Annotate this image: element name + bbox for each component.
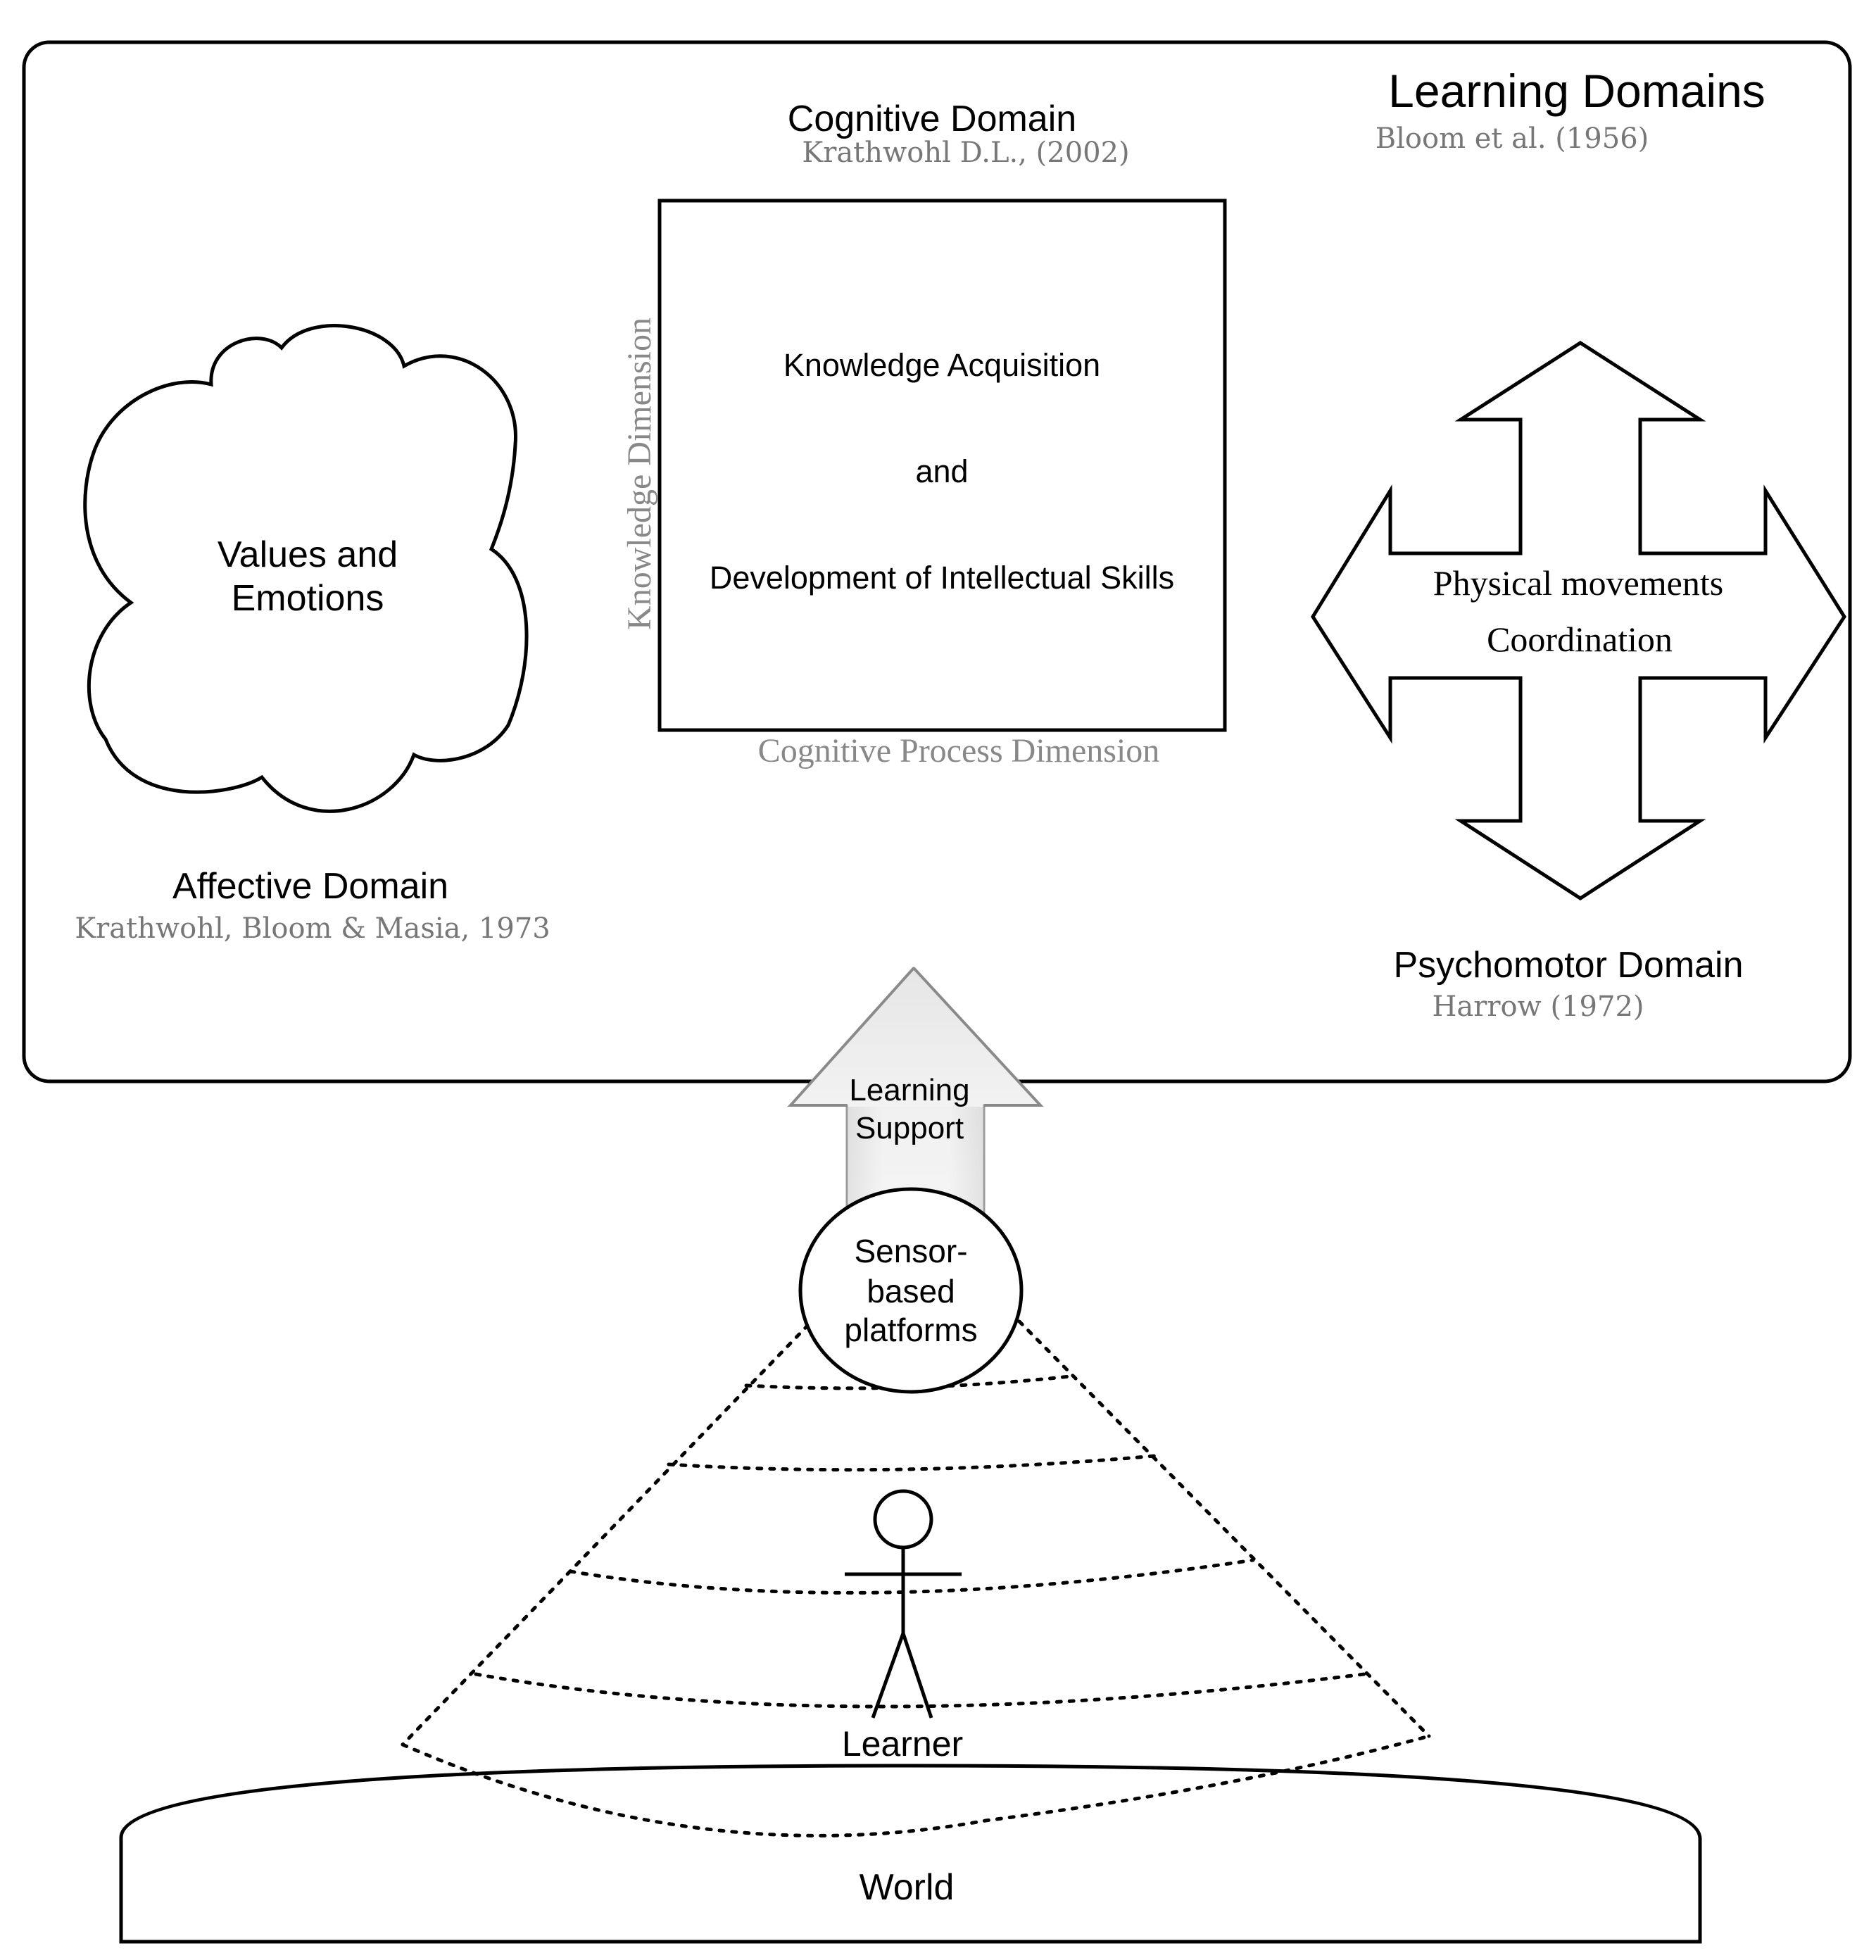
learning-support-arrow-head-edge: [787, 967, 1044, 1107]
cognitive-domain-citation: Krathwohl D.L., (2002): [802, 137, 1129, 169]
affective-cloud-line-2: Emotions: [232, 578, 384, 619]
world-shape: [119, 1764, 1702, 1944]
affective-domain-citation: Krathwohl, Bloom & Masia, 1973: [75, 912, 550, 945]
affective-cloud-shape: [83, 324, 529, 813]
learning-domains-title: Learning Domains: [1388, 65, 1765, 117]
cognitive-box-line-1: Knowledge Acquisition: [783, 347, 1100, 383]
learning-domains-citation: Bloom et al. (1956): [1375, 122, 1649, 155]
psychomotor-domain-citation: Harrow (1972): [1432, 991, 1644, 1023]
cognitive-box: [657, 199, 1227, 732]
learning-support-line-1: Learning: [849, 1073, 969, 1107]
psychomotor-arrow-line-1: Physical movements: [1433, 563, 1723, 603]
learner-label: Learner: [842, 1724, 963, 1764]
learner-stick-figure-icon: [845, 1489, 962, 1719]
cognitive-box-line-2: and: [915, 453, 968, 489]
learning-support-line-2: Support: [855, 1111, 964, 1145]
cognitive-box-line-3: Development of Intellectual Skills: [710, 560, 1174, 596]
psychomotor-domain-label: Psychomotor Domain: [1393, 945, 1743, 986]
knowledge-dimension-axis-label: Knowledge Dimension: [621, 318, 658, 630]
cognitive-domain-label: Cognitive Domain: [788, 99, 1076, 139]
sensor-platforms-line-1: Sensor-: [854, 1233, 967, 1269]
cognitive-process-dimension-axis-label: Cognitive Process Dimension: [758, 732, 1160, 769]
affective-domain-label: Affective Domain: [172, 866, 448, 907]
world-label: World: [860, 1867, 955, 1908]
affective-cloud-line-1: Values and: [218, 534, 398, 575]
sensor-platforms-line-2: based: [867, 1273, 955, 1309]
sensor-platforms-line-3: platforms: [844, 1312, 977, 1348]
psychomotor-four-way-arrow: [1311, 341, 1846, 900]
sensor-platforms-circle: [798, 1187, 1024, 1394]
psychomotor-arrow-line-2: Coordination: [1487, 620, 1673, 659]
